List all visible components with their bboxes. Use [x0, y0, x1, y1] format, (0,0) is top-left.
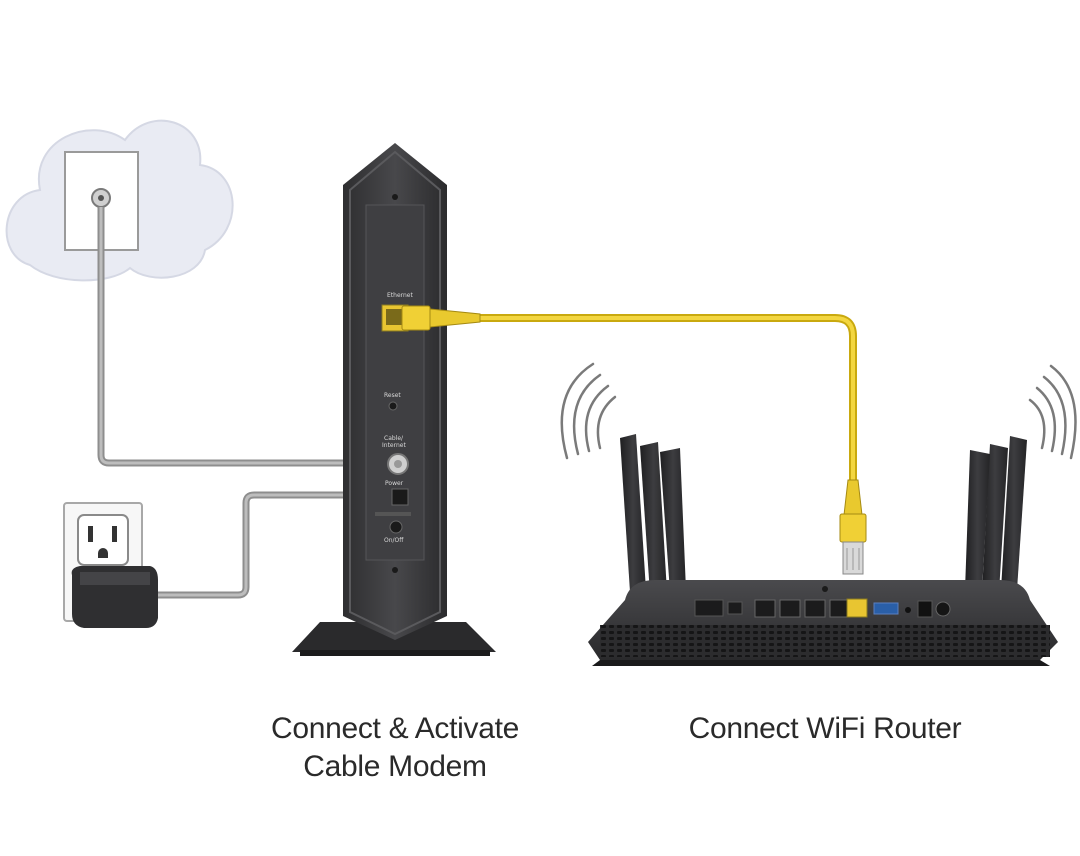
ethernet-plug-router	[839, 479, 867, 575]
cable-label-line1: Cable/	[384, 435, 404, 442]
reset-label: Reset	[384, 392, 401, 399]
modem-caption: Connect & Activate Cable Modem	[230, 710, 560, 786]
ethernet-label: Ethernet	[387, 292, 413, 299]
ethernet-plug-modem	[401, 305, 481, 331]
power-label: Power	[385, 480, 404, 487]
cable-modem: Ethernet Reset Cable/ Internet Power On/…	[292, 143, 496, 656]
cable-label-line2: Internet	[382, 442, 406, 449]
modem-caption-line1: Connect & Activate	[270, 712, 520, 745]
router-caption: Connect WiFi Router	[688, 712, 962, 745]
power-adapter	[71, 566, 158, 628]
modem-caption-line2: Cable Modem	[303, 750, 487, 783]
onoff-label: On/Off	[384, 537, 404, 544]
wifi-router	[588, 434, 1058, 666]
wifi-signal-right-icon	[1028, 364, 1077, 460]
wifi-signal-left-icon	[560, 362, 617, 460]
